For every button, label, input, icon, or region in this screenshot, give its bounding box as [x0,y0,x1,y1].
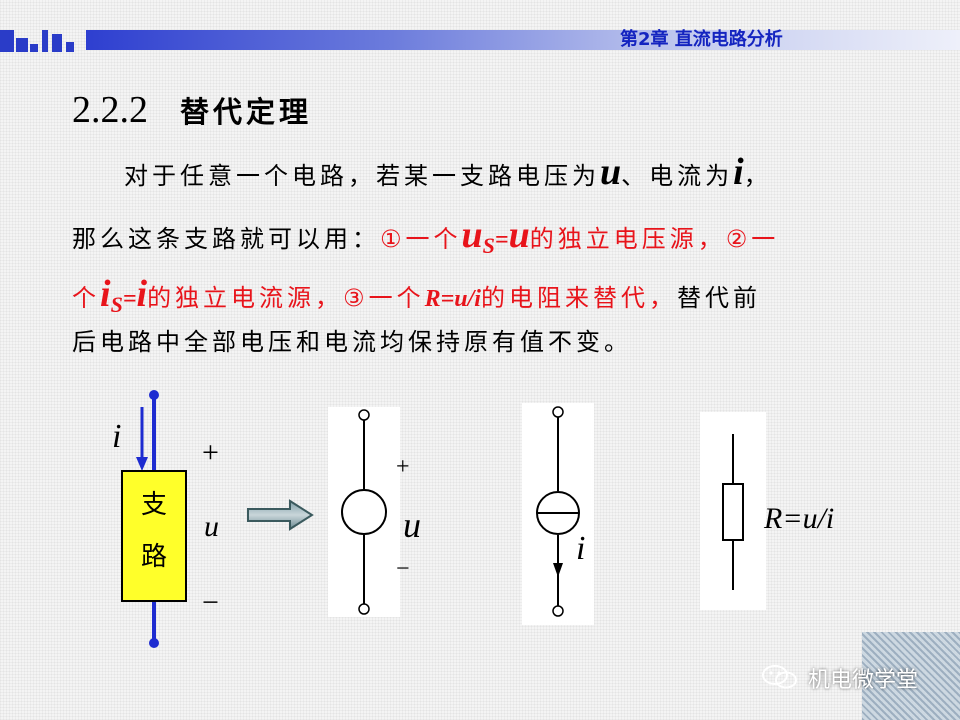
header-square-2 [16,38,28,52]
paragraph-line-1: 对于任意一个电路，若某一支路电压为u、电流为i， [124,151,772,193]
vs-minus-sign: − [396,556,410,582]
math-i: i [733,151,744,193]
section-number: 2.2.2 [72,89,148,131]
voltage-label: u [204,510,219,543]
math-is: iS [100,273,123,317]
watermark-text: 机电微学堂 [808,668,919,693]
corner-texture [862,632,960,720]
paragraph-line-3: 个iS=i的独立电流源，③一个R=u/i的电阻来替代，替代前 [72,273,761,317]
current-label: i [112,418,122,455]
paragraph-line-4: 后电路中全部电压和电流均保持原有值不变。 [72,328,632,356]
header-square-3 [30,44,38,52]
branch-wire [136,390,159,648]
chapter-title: 第2章 直流电路分析 [620,29,783,50]
replace-arrow-icon [247,499,314,531]
vs-plus-sign: + [396,454,410,480]
wechat-icon [762,665,797,689]
section-title: 替代定理 [180,95,313,129]
header-square-5 [52,34,62,52]
math-us: uS [461,214,495,258]
branch-char-1: 支 [140,490,167,520]
math-r: R=u/i [424,286,481,312]
resistor-icon [722,434,744,590]
plus-sign: + [202,436,219,469]
paragraph-line-2: 那么这条支路就可以用：①一个uS=u的独立电压源，②一 [72,214,780,258]
header-square-1 [0,30,14,52]
vs-voltage-label: u [403,505,421,545]
header-bar [86,30,960,50]
resistor-label: R=u/i [764,502,835,535]
voltage-source-icon [341,409,387,615]
branch-box: 支 路 [121,470,187,602]
header-square-4 [42,30,48,52]
current-source-icon [536,406,580,617]
math-u: u [600,151,622,193]
header-square-6 [66,42,74,52]
branch-char-2: 路 [140,542,167,572]
cs-current-label: i [576,530,586,567]
minus-sign: − [202,586,219,619]
